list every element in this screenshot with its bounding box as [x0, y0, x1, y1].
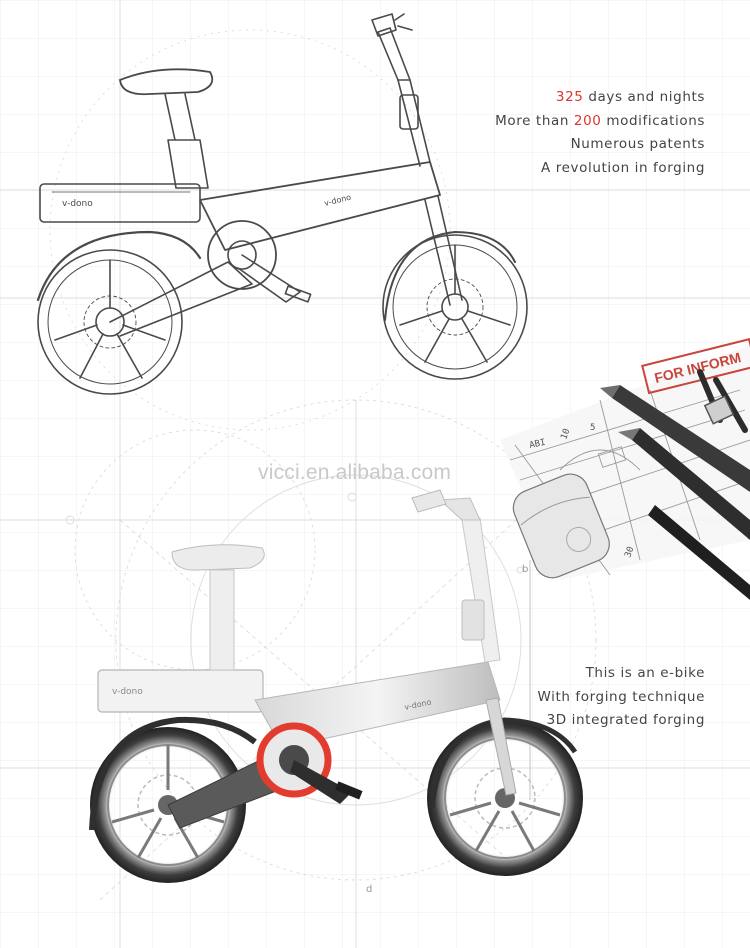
- handlebar: [411, 489, 447, 513]
- stem: [438, 497, 481, 521]
- copy-line-days: 325 days and nights: [555, 89, 705, 105]
- fork: [485, 697, 517, 796]
- dim-label-d: 30: [623, 545, 636, 559]
- brand-label-top: v-dono: [62, 199, 93, 209]
- dim-label-f: d: [366, 884, 372, 895]
- dim-label-e: b: [522, 564, 528, 575]
- pencil-icon: [600, 385, 750, 600]
- dim-label-b: 10: [559, 427, 572, 441]
- copy-line-patents: Numerous patents: [570, 136, 705, 152]
- rear-fender: [89, 716, 257, 831]
- feature-copy-bottom: This is an e-bike With forging technique…: [537, 662, 705, 733]
- crank-assembly: [256, 722, 363, 804]
- watermark: vicci.en.alibaba.com: [258, 461, 452, 484]
- copy-line-forging: A revolution in forging: [541, 159, 705, 176]
- bike-sketch-top: v-dono v-dono: [36, 13, 528, 395]
- battery-box: [97, 669, 264, 713]
- feature-copy-top: 325 days and nights More than 200 modifi…: [495, 86, 705, 180]
- drafting-compass-icon: [697, 369, 748, 433]
- head-tube: [461, 517, 501, 663]
- dim-label-c: 5: [590, 423, 595, 433]
- seat: [171, 544, 265, 571]
- eraser-icon: [512, 473, 610, 579]
- copy-line-technique: With forging technique: [537, 688, 705, 705]
- highlight-modifications: 200: [573, 112, 602, 129]
- seat-post: [209, 569, 235, 671]
- copy-line-ebike: This is an e-bike: [585, 665, 705, 681]
- frame-hinge: [461, 599, 485, 641]
- brand-label-battery: v-dono: [112, 687, 143, 697]
- highlight-days: 325: [555, 89, 584, 105]
- bike-render-bottom: v-dono v-dono b d: [89, 489, 583, 895]
- front-fender: [429, 717, 578, 809]
- copy-line-integrated: 3D integrated forging: [546, 712, 705, 728]
- copy-line-modifications: More than 200 modifications: [495, 112, 705, 129]
- dim-label-a: ABI: [529, 438, 547, 451]
- drafting-tools: FOR INFORM ABI 10 5 30: [500, 338, 750, 600]
